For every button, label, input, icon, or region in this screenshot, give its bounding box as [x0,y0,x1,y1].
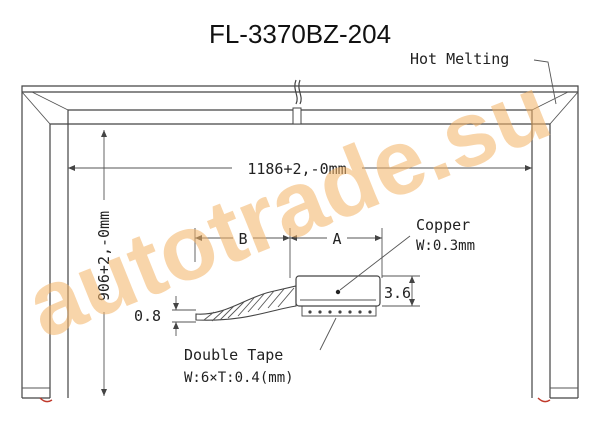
height-3-6-label: 3.6 [384,284,411,302]
dimension-a-label: A [332,230,341,248]
width-dimension-label: 1186+2,-0mm [247,160,346,178]
double-tape-label: Double Tape [184,346,283,364]
height-dimension: 906+2,-0mm [94,130,114,396]
dimension-b-label: B [238,230,247,248]
glass-frame [21,79,579,403]
drawing-title: FL-3370BZ-204 [209,19,391,49]
hot-melting-label: Hot Melting [410,50,509,68]
height-dimension-label: 906+2,-0mm [95,211,113,301]
width-dimension: 1186+2,-0mm [68,158,532,178]
copper-label: Copper [416,216,470,234]
thickness-0-8-label: 0.8 [134,307,161,325]
copper-width-label: W:0.3mm [416,238,475,254]
tape-size-label: W:6×T:0.4(mm) [184,370,294,386]
connector-detail: B A 3.6 0.8 [134,228,420,351]
